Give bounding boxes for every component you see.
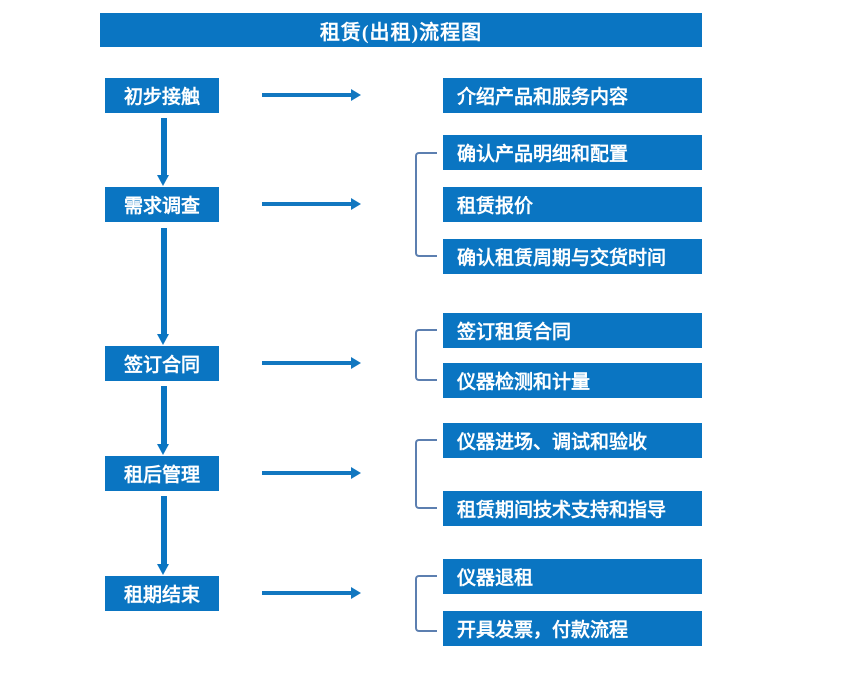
stage-node-lease-end[interactable]: 租期结束 <box>105 576 219 611</box>
stage-node-sign-contract[interactable]: 签订合同 <box>105 346 219 381</box>
arrow-head-icon <box>351 89 361 101</box>
vertical-arrow-1 <box>157 118 170 186</box>
arrow-shaft <box>262 202 351 206</box>
task-node-confirm-term-delivery[interactable]: 确认租赁周期与交货时间 <box>443 239 702 274</box>
task-node-confirm-product-spec[interactable]: 确认产品明细和配置 <box>443 135 702 170</box>
arrow-head-icon <box>351 357 361 369</box>
group-bracket-sign-contract <box>415 329 437 381</box>
horizontal-arrow-2 <box>262 198 361 210</box>
stage-node-needs-survey[interactable]: 需求调查 <box>105 187 219 222</box>
arrow-head-icon <box>157 175 169 186</box>
arrow-head-icon <box>157 444 169 455</box>
arrow-head-icon <box>157 564 169 575</box>
task-node-sign-rental-contract[interactable]: 签订租赁合同 <box>443 313 702 348</box>
stage-node-post-rent-mgmt[interactable]: 租后管理 <box>105 456 219 491</box>
task-node-instrument-return[interactable]: 仪器退租 <box>443 559 702 594</box>
task-node-instrument-inspection[interactable]: 仪器检测和计量 <box>443 363 702 398</box>
group-bracket-needs-survey <box>415 152 437 257</box>
vertical-arrow-3 <box>157 386 170 455</box>
horizontal-arrow-3 <box>262 357 361 369</box>
arrow-head-icon <box>157 334 169 345</box>
arrow-shaft <box>161 228 167 334</box>
arrow-head-icon <box>351 467 361 479</box>
vertical-arrow-2 <box>157 228 170 345</box>
arrow-shaft <box>262 361 351 365</box>
task-node-tech-support-guidance[interactable]: 租赁期间技术支持和指导 <box>443 491 702 526</box>
arrow-shaft <box>161 386 167 444</box>
arrow-shaft <box>161 496 167 564</box>
arrow-shaft <box>161 118 167 175</box>
arrow-shaft <box>262 93 351 97</box>
task-node-rental-quote[interactable]: 租赁报价 <box>443 187 702 222</box>
arrow-shaft <box>262 591 351 595</box>
task-node-introduce-products[interactable]: 介绍产品和服务内容 <box>443 78 702 113</box>
vertical-arrow-4 <box>157 496 170 575</box>
group-bracket-lease-end <box>415 575 437 632</box>
task-node-invoice-payment[interactable]: 开具发票，付款流程 <box>443 611 702 646</box>
diagram-title: 租赁(出租)流程图 <box>100 13 702 47</box>
arrow-shaft <box>262 471 351 475</box>
stage-node-initial-contact[interactable]: 初步接触 <box>105 78 219 113</box>
horizontal-arrow-1 <box>262 89 361 101</box>
horizontal-arrow-5 <box>262 587 361 599</box>
group-bracket-post-rent-mgmt <box>415 439 437 509</box>
task-node-instrument-onsite-commission[interactable]: 仪器进场、调试和验收 <box>443 423 702 458</box>
horizontal-arrow-4 <box>262 467 361 479</box>
arrow-head-icon <box>351 198 361 210</box>
arrow-head-icon <box>351 587 361 599</box>
